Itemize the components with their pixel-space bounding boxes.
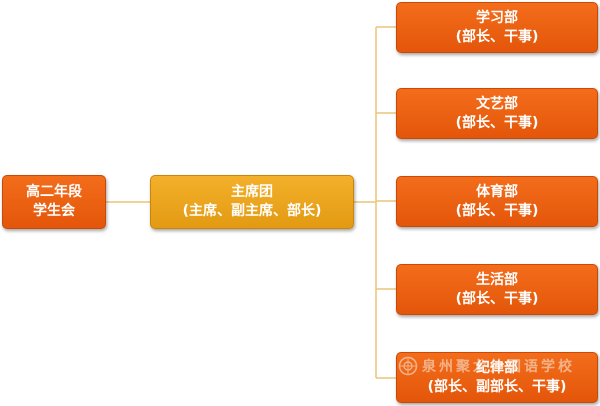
dept-roles: (部长、干事) (455, 202, 539, 219)
dept-name: 文艺部 (476, 95, 518, 112)
root-node-line1: 高二年段 (26, 184, 82, 200)
dept-name: 学习部 (476, 9, 518, 26)
dept-name: 生活部 (476, 271, 518, 288)
dept-node-sports: 体育部 (部长、干事) (396, 176, 598, 227)
dept-name: 体育部 (476, 183, 518, 200)
dept-roles: (部长、副部长、干事) (427, 378, 567, 395)
dept-node-discipline: 纪律部 (部长、副部长、干事) (396, 352, 598, 403)
root-node-line2: 学生会 (33, 203, 75, 219)
chair-node-presidium: 主席团 (主席、副主席、部长) (150, 175, 354, 229)
dept-node-study: 学习部 (部长、干事) (396, 2, 598, 53)
chair-node-title: 主席团 (231, 184, 273, 200)
dept-node-arts: 文艺部 (部长、干事) (396, 88, 598, 139)
dept-roles: (部长、干事) (455, 28, 539, 45)
dept-roles: (部长、干事) (455, 114, 539, 131)
dept-name: 纪律部 (476, 359, 518, 376)
root-node-student-union: 高二年段 学生会 (2, 175, 106, 229)
chair-node-roles: (主席、副主席、部长) (182, 203, 322, 219)
dept-node-life: 生活部 (部长、干事) (396, 264, 598, 315)
dept-roles: (部长、干事) (455, 290, 539, 307)
